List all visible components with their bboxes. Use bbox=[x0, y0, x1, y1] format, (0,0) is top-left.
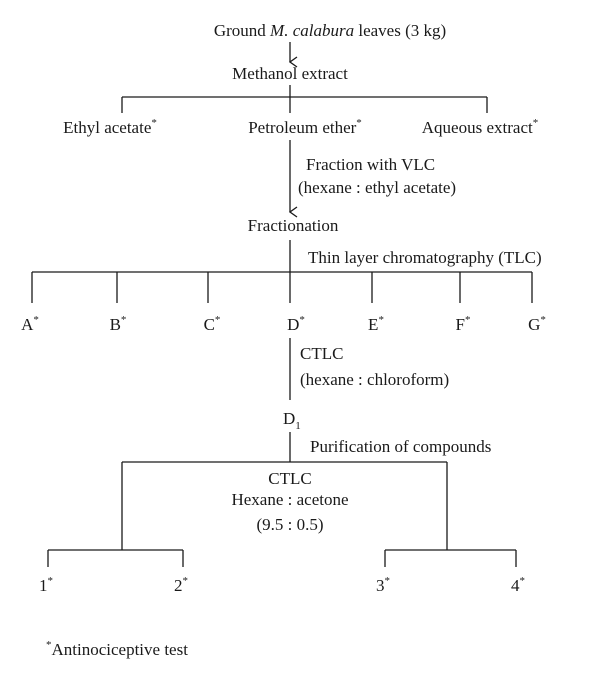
ctlc2-line3: (9.5 : 0.5) bbox=[256, 515, 323, 534]
methanol-label: Methanol extract bbox=[232, 64, 348, 83]
aqueous-extract-label: Aqueous extract* bbox=[422, 117, 538, 137]
footnote: *Antinociceptive test bbox=[46, 639, 188, 659]
fraction-c: C* bbox=[204, 314, 221, 334]
compound-3: 3* bbox=[376, 575, 390, 595]
ctlc-step-line1: CTLC bbox=[300, 344, 343, 363]
fraction-a: A* bbox=[21, 314, 39, 334]
vlc-step-line1: Fraction with VLC bbox=[306, 155, 435, 174]
ctlc2-line2: Hexane : acetone bbox=[231, 490, 348, 509]
fraction-b: B* bbox=[110, 314, 127, 334]
root-label: Ground M. calabura leaves (3 kg) bbox=[214, 21, 446, 40]
fraction-f: F* bbox=[456, 314, 471, 334]
fraction-e: E* bbox=[368, 314, 384, 334]
fraction-d: D* bbox=[287, 314, 305, 334]
ctlc2-line1: CTLC bbox=[268, 469, 311, 488]
compound-2: 2* bbox=[174, 575, 188, 595]
tlc-step-label: Thin layer chromatography (TLC) bbox=[308, 248, 542, 267]
fractionation-label: Fractionation bbox=[248, 216, 339, 235]
purification-label: Purification of compounds bbox=[310, 437, 491, 456]
ctlc-step-line2: (hexane : chloroform) bbox=[300, 370, 449, 389]
d1-label: D1 bbox=[283, 409, 301, 432]
petroleum-ether-label: Petroleum ether* bbox=[248, 117, 362, 137]
compound-4: 4* bbox=[511, 575, 525, 595]
fraction-g: G* bbox=[528, 314, 546, 334]
vlc-step-line2: (hexane : ethyl acetate) bbox=[298, 178, 456, 197]
compound-1: 1* bbox=[39, 575, 53, 595]
ethyl-acetate-label: Ethyl acetate* bbox=[63, 117, 157, 137]
